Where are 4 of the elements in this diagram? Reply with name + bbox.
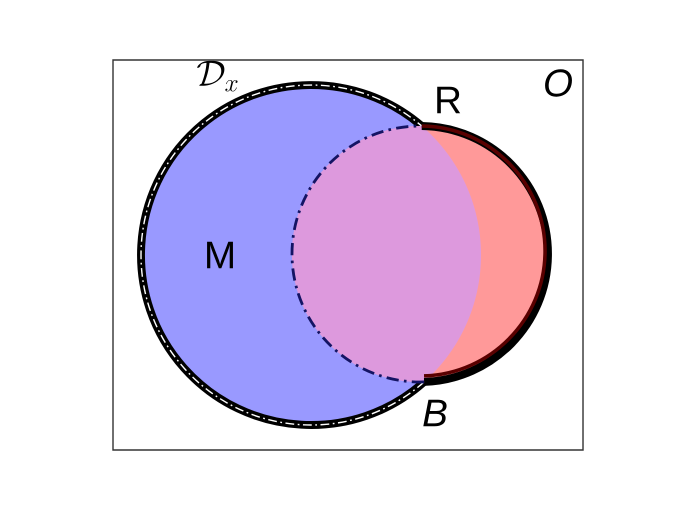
circle	[290, 122, 552, 386]
region-label: R	[437, 86, 460, 114]
region-label: O	[545, 69, 572, 97]
region-label: B	[423, 400, 447, 426]
